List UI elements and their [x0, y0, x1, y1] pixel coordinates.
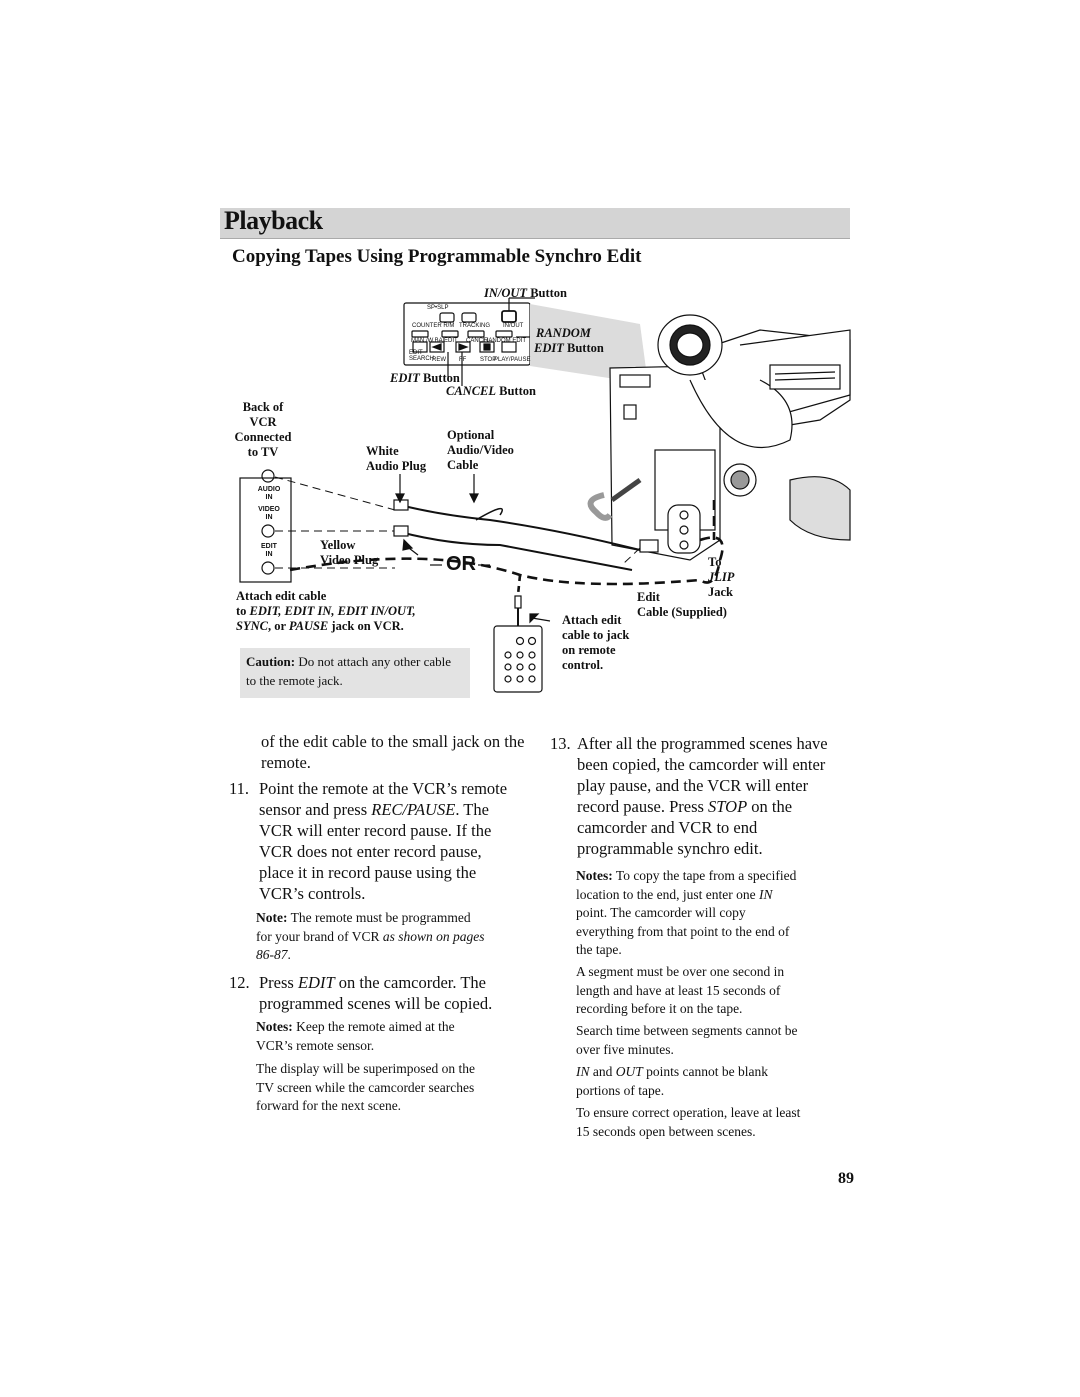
notes-13: Notes: To copy the tape from a specified… [576, 868, 797, 957]
panel-label: CANCEL [466, 338, 491, 344]
panel-label: RANDOM EDIT [484, 338, 526, 344]
back-of-vcr-label: Back of VCR Connected to TV [234, 400, 292, 459]
panel-label: REW [432, 357, 446, 363]
step-12: 12. Press EDIT on the camcorder. The pro… [229, 973, 493, 1013]
jlip-jack-label: To JLIP Jack [708, 555, 735, 599]
random-label: RANDOM [536, 326, 591, 340]
page-subtitle: Copying Tapes Using Programmable Synchro… [232, 246, 642, 267]
display-note: The display will be superimposed on the … [256, 1061, 475, 1113]
notes-12: Notes: Keep the remote aimed at the VCR’… [256, 1019, 455, 1053]
section-header-bar: Playback [220, 206, 850, 239]
ensure-note: To ensure correct operation, leave at le… [576, 1105, 801, 1139]
segment-note: A segment must be over one second in len… [576, 964, 785, 1016]
attach-edit-remote-label: Attach edit cable to jack on remote cont… [562, 613, 630, 672]
random-edit-button-label: EDIT Button [534, 341, 604, 355]
panel-label: SP•SLP [427, 305, 449, 311]
panel-label: PLAY/PAUSE [494, 357, 531, 363]
panel-label: MAN./W.BAL. [411, 338, 448, 344]
search-note: Search time between segments cannot be o… [576, 1023, 798, 1057]
section-title: Playback [224, 206, 323, 235]
edit-button-label: EDIT Button [390, 371, 460, 385]
cancel-button-label: CANCEL Button [446, 384, 536, 398]
note-11: Note: The remote must be programmed for … [256, 910, 485, 962]
or-label: OR [446, 553, 476, 575]
step-13: 13. After all the programmed scenes have… [550, 734, 828, 858]
caution-box: Caution: Do not attach any other cable t… [240, 648, 470, 698]
attach-edit-cable-vcr-label: Attach edit cable to EDIT, EDIT IN, EDIT… [236, 589, 416, 633]
continuation-text: of the edit cable to the small jack on t… [261, 732, 525, 772]
caution-label: Caution: [246, 654, 296, 669]
connection-diagram [239, 297, 851, 693]
panel-label: STOP [480, 357, 497, 363]
edit-cable-label: Edit Cable (Supplied) [637, 590, 727, 619]
panel-label: COUNTER R/M [412, 323, 455, 329]
inout-button-label: IN/OUT Button [484, 286, 568, 300]
panel-label: EDIT SEARCH [409, 350, 435, 362]
panel-label: EDIT [444, 338, 458, 344]
inout-note: IN and OUT points cannot be blank portio… [576, 1064, 768, 1098]
page-number: 89 [838, 1170, 854, 1187]
caution-text: Do not attach any other cable to the rem… [246, 654, 452, 688]
step-11: 11. Point the remote at the VCR’s remote… [229, 779, 508, 903]
panel-label: FF [459, 357, 467, 363]
panel-label: TRACKING [459, 323, 491, 329]
panel-label: IN/OUT [503, 323, 524, 329]
